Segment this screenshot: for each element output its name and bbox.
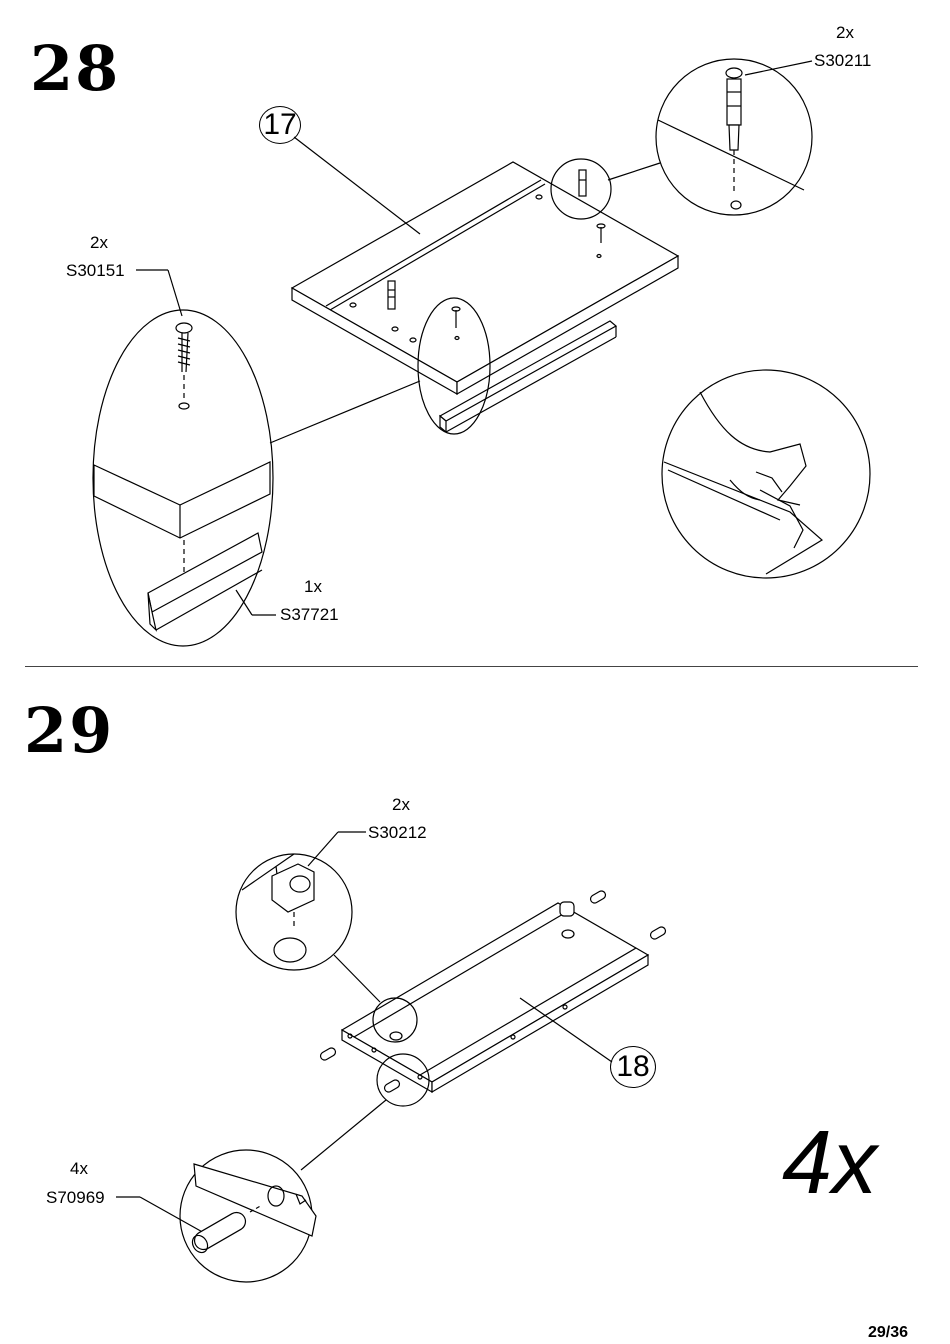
board-17-drawing <box>290 158 680 435</box>
part-17-text: 17 <box>263 108 297 141</box>
screw-code: S30151 <box>66 261 125 280</box>
rail-qty: 1x <box>304 577 322 596</box>
page-number: 29/36 <box>868 1324 909 1341</box>
part-17-label: 17 <box>259 106 301 144</box>
step-divider <box>25 666 918 667</box>
cam-lock-detail-drawing <box>235 853 353 971</box>
screw-detail-drawing <box>92 309 274 647</box>
cam-lock-code: S30212 <box>368 823 427 842</box>
dowel-qty: 4x <box>70 1159 88 1178</box>
cam-bolt-code: S30211 <box>814 51 872 70</box>
dowel-detail-drawing <box>179 1149 317 1283</box>
step-29-number: 29 <box>24 694 115 767</box>
cam-bolt-qty: 2x <box>836 23 854 42</box>
cam-lock-qty: 2x <box>392 795 410 814</box>
dowel-code: S70969 <box>46 1188 105 1207</box>
part-18-text: 18 <box>616 1050 650 1083</box>
part-18-label: 18 <box>610 1046 656 1088</box>
repeat-count: 4x <box>782 1113 878 1213</box>
board-18-drawing <box>319 890 667 1107</box>
cam-bolt-detail-drawing <box>655 58 813 216</box>
step-28-number: 28 <box>30 32 121 105</box>
rail-code: S37721 <box>280 605 339 624</box>
screw-qty: 2x <box>90 233 108 252</box>
peel-film-detail-drawing <box>661 369 871 579</box>
